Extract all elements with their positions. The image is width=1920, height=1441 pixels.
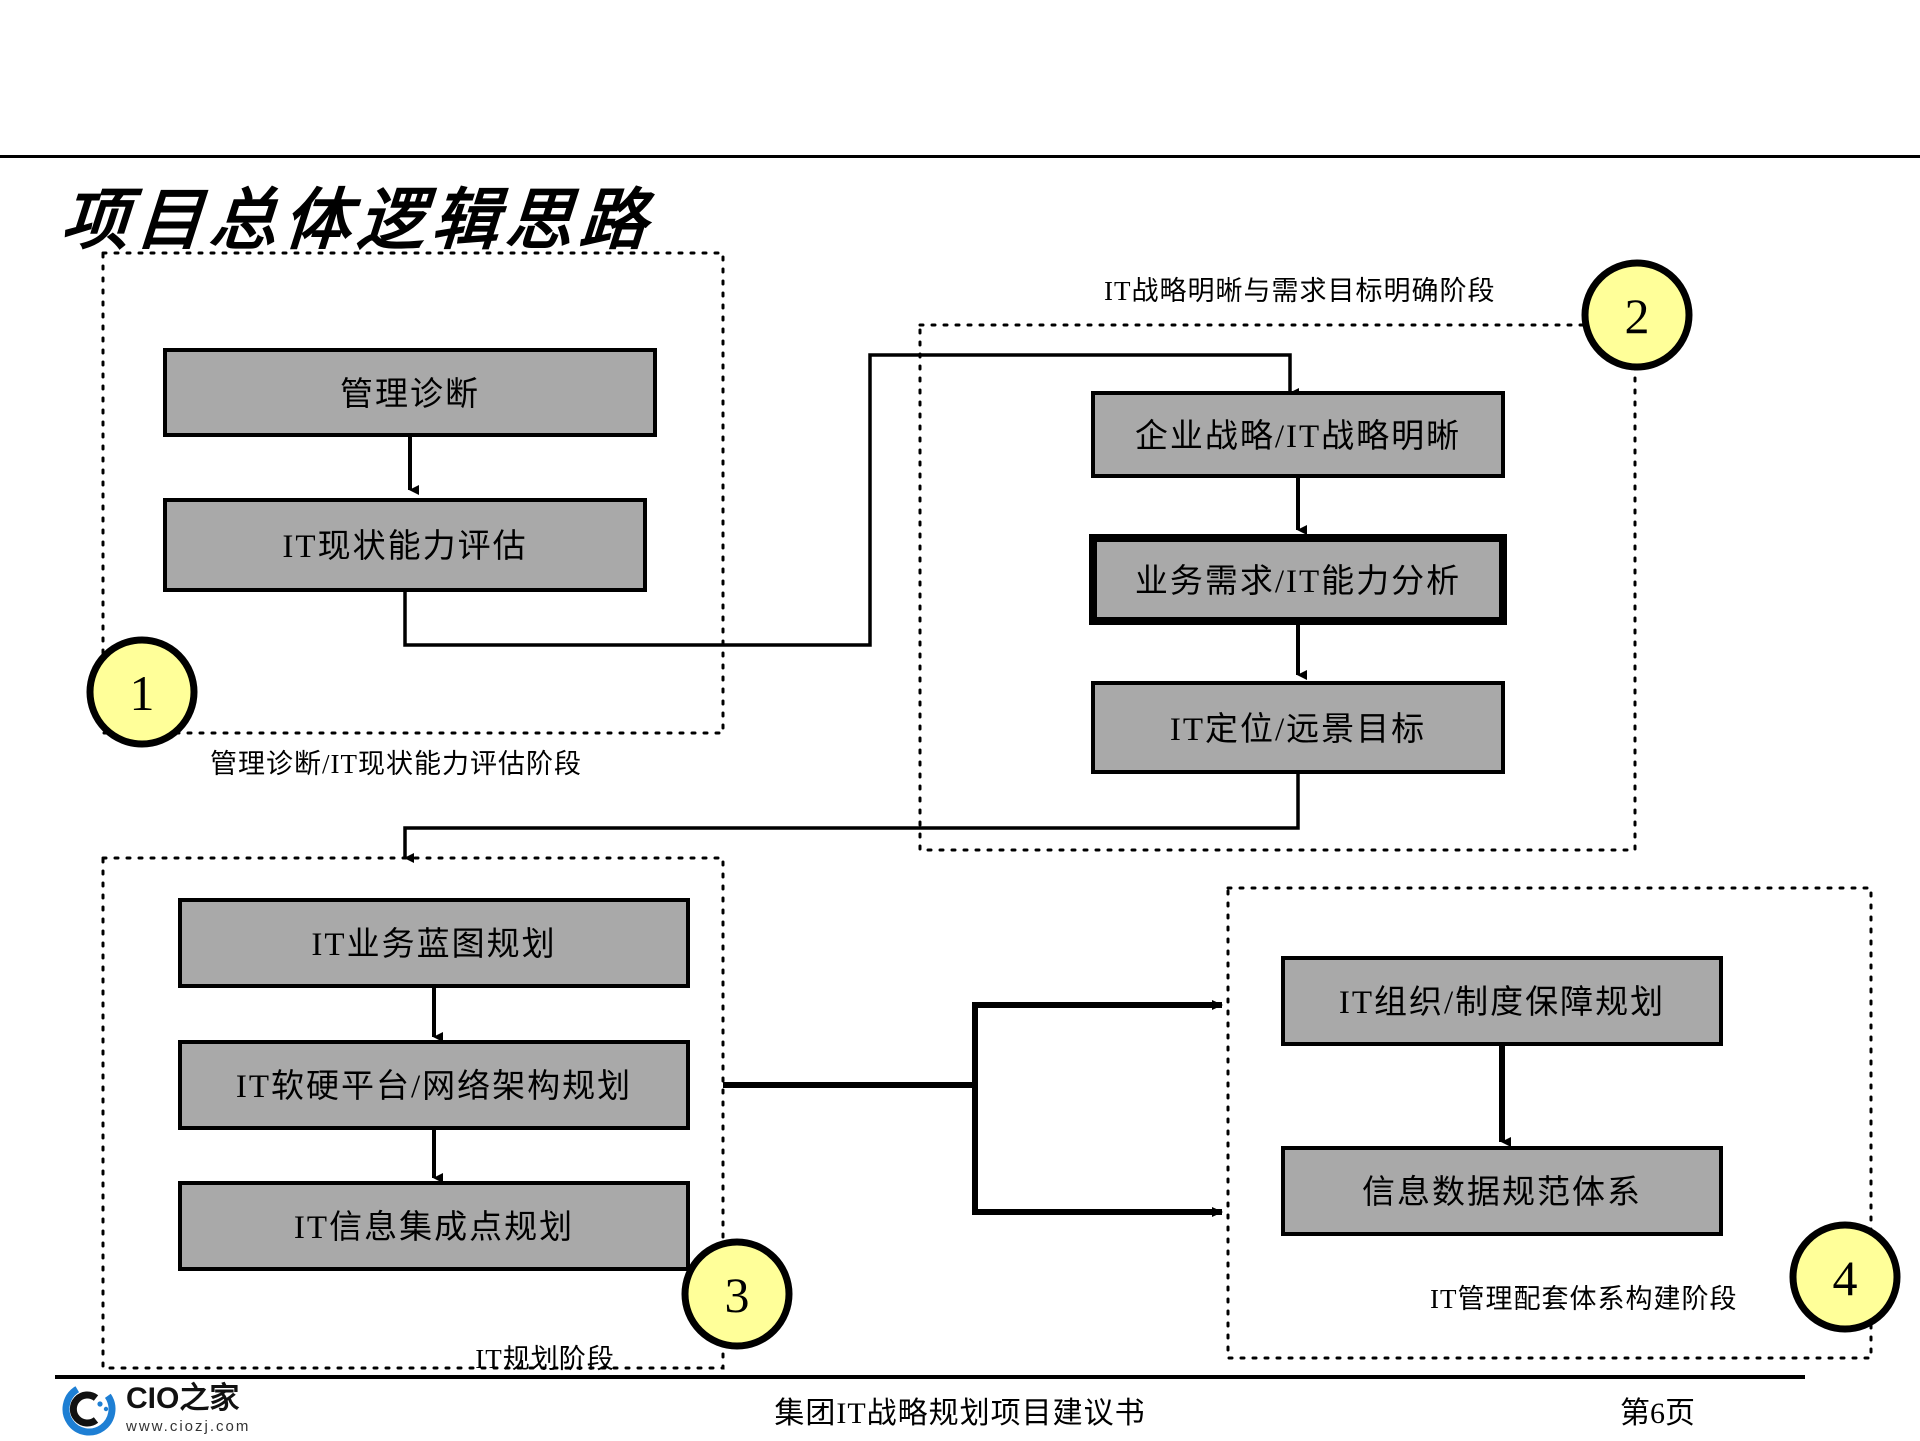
box-label: IT软硬平台/网络架构规划 xyxy=(236,1068,632,1105)
group-1-stage-label: 管理诊断/IT现状能力评估阶段 xyxy=(210,749,582,779)
group-3-container xyxy=(101,856,725,1370)
cio-logo-name: CIO之家 xyxy=(126,1382,240,1415)
cio-logo-icon xyxy=(62,1382,116,1436)
connector-g1-to-g2 xyxy=(403,353,1299,647)
box-label: IT定位/远景目标 xyxy=(1170,711,1426,748)
group-4-stage-label: IT管理配套体系构建阶段 xyxy=(1430,1284,1737,1314)
cio-logo-text: CIO之家 www.ciozj.com xyxy=(126,1382,251,1435)
connector-g2-to-g3 xyxy=(403,772,1300,863)
box-it-zuzhi-zhidu[interactable]: IT组织/制度保障规划 xyxy=(1281,956,1723,1046)
group-3-badge-circle[interactable] xyxy=(681,1238,793,1350)
box-it-ruanying-pingtai[interactable]: IT软硬平台/网络架构规划 xyxy=(178,1040,690,1130)
box-guanli-zhenduan[interactable]: 管理诊断 xyxy=(163,348,657,437)
cio-logo-url: www.ciozj.com xyxy=(126,1418,251,1435)
header-divider xyxy=(0,155,1920,158)
group-1-badge-circle[interactable] xyxy=(86,636,198,748)
box-xinxi-shuju-guifan[interactable]: 信息数据规范体系 xyxy=(1281,1146,1723,1236)
box-qiye-zhanlue[interactable]: 企业战略/IT战略明晰 xyxy=(1091,391,1505,478)
group-4-badge-circle[interactable] xyxy=(1789,1221,1901,1333)
footer-divider xyxy=(55,1375,1805,1379)
box-label: IT业务蓝图规划 xyxy=(311,926,556,963)
box-label: 企业战略/IT战略明晰 xyxy=(1135,418,1461,455)
box-label: 业务需求/IT能力分析 xyxy=(1135,563,1461,600)
cio-logo: CIO之家 www.ciozj.com xyxy=(62,1382,250,1436)
group-2-stage-label: IT战略明晰与需求目标明确阶段 xyxy=(1104,276,1495,306)
connector-g3-to-g4-upper xyxy=(972,1000,1223,1085)
box-label: IT组织/制度保障规划 xyxy=(1339,984,1665,1021)
group-4-container xyxy=(1226,886,1873,1360)
box-yewu-xuqiu[interactable]: 业务需求/IT能力分析 xyxy=(1089,534,1507,625)
box-label: IT现状能力评估 xyxy=(282,528,527,565)
group-2-badge-number: 2 xyxy=(1625,288,1650,344)
footer-page-number: 第6页 xyxy=(1620,1397,1695,1430)
box-label: IT信息集成点规划 xyxy=(294,1209,574,1246)
group-2-badge-circle[interactable] xyxy=(1581,259,1693,371)
group-3-stage-label: IT规划阶段 xyxy=(475,1344,614,1374)
box-it-xianzhuang-nengli-pinggu[interactable]: IT现状能力评估 xyxy=(163,498,647,592)
logo-circle-icon xyxy=(62,1382,116,1436)
group-1-badge-number: 1 xyxy=(130,665,155,721)
group-3-badge-number: 3 xyxy=(725,1267,750,1323)
footer-title: 集团IT战略规划项目建议书 xyxy=(774,1397,1146,1430)
box-it-dingwei[interactable]: IT定位/远景目标 xyxy=(1091,681,1505,774)
box-it-xinxi-jichengdian[interactable]: IT信息集成点规划 xyxy=(178,1181,690,1271)
box-it-yewu-lantu[interactable]: IT业务蓝图规划 xyxy=(178,898,690,988)
group-1-container xyxy=(101,251,725,735)
connector-g3-to-g4-lower xyxy=(972,1085,1223,1217)
box-label: 管理诊断 xyxy=(340,376,480,413)
group-2-container xyxy=(918,323,1637,852)
group-4-badge-number: 4 xyxy=(1833,1250,1858,1306)
box-label: 信息数据规范体系 xyxy=(1362,1174,1642,1211)
